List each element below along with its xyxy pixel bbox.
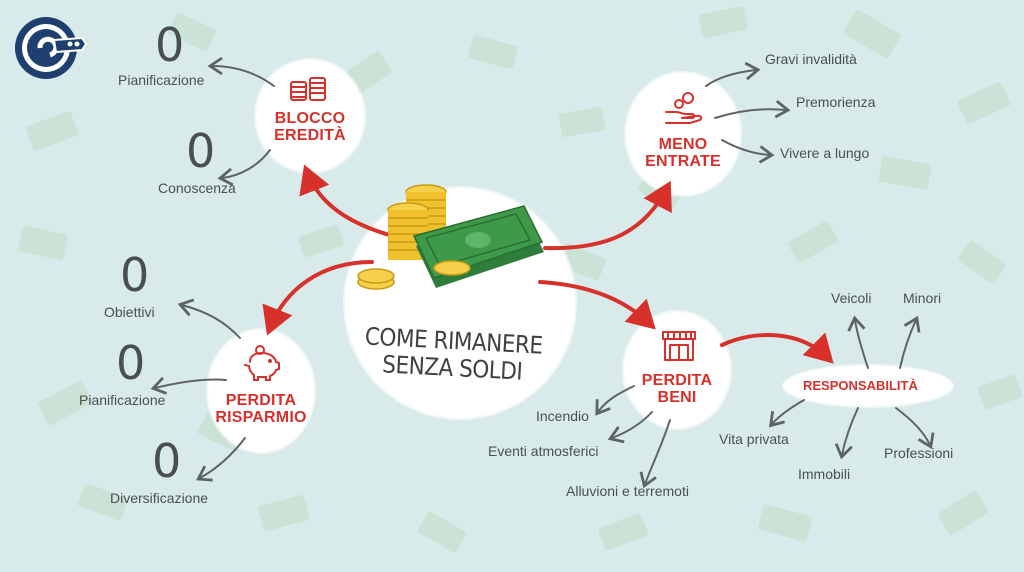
node-meno-line2: ENTRATE [645, 153, 721, 170]
node-risparmio-line2: RISPARMIO [215, 409, 307, 426]
leaf-premorienza: Premorienza [796, 94, 876, 110]
leaf-vivere-a-lungo: Vivere a lungo [780, 145, 870, 161]
score-blocco-pianificazione: 0 [155, 18, 185, 72]
leaf-incendio: Incendio [536, 408, 589, 424]
leaf-gravi-invalidita: Gravi invalidità [765, 51, 857, 67]
money-stack-icon [357, 184, 544, 290]
coin-stacks-icon [290, 77, 326, 101]
hand-coins-icon [665, 92, 703, 124]
node-beni-line1: PERDITA [641, 372, 713, 389]
score-risparmio-pianificazione: 0 [116, 336, 146, 390]
leaf-blocco-conoscenza: Conoscenza [158, 180, 236, 196]
leaf-blocco-pianificazione: Pianificazione [118, 72, 205, 88]
node-perdita-risparmio: PERDITA RISPARMIO [206, 392, 316, 426]
node-meno-line1: MENO [658, 136, 708, 153]
node-risparmio-line1: PERDITA [225, 392, 297, 409]
score-risparmio-diversificazione: 0 [152, 434, 182, 488]
node-perdita-beni: PERDITA BENI [627, 372, 727, 406]
piggy-bank-icon [244, 345, 280, 381]
leaf-eventi-atmosferici: Eventi atmosferici [488, 443, 599, 459]
node-blocco-eredita: BLOCCO EREDITÀ [260, 110, 360, 144]
node-blocco-line1: BLOCCO [274, 110, 346, 127]
leaf-alluvioni-e-terremoti: Alluvioni e terremoti [566, 483, 689, 499]
futuro-senza-sorprese-logo [15, 17, 88, 79]
arrow-to-meno [543, 180, 672, 251]
arrow-to-risparmio [262, 260, 374, 336]
leaf-veicoli: Veicoli [831, 290, 872, 306]
leaf-vita-privata: Vita privata [719, 431, 789, 447]
node-beni-line2: BENI [657, 389, 697, 406]
node-blocco-line2: EREDITÀ [274, 127, 346, 144]
node-meno-entrate: MENO ENTRATE [633, 136, 733, 170]
leaf-risparmio-pianificazione: Pianificazione [79, 392, 166, 408]
leaf-professioni: Professioni [884, 445, 954, 461]
arrow-to-responsabilita [720, 332, 834, 364]
score-blocco-conoscenza: 0 [186, 124, 216, 178]
responsabilita-blob [784, 366, 952, 406]
score-risparmio-obiettivi: 0 [120, 248, 150, 302]
leaf-minori: Minori [903, 290, 942, 306]
meno-entrate-blob [626, 73, 740, 195]
center-title: COME RIMANERE SENZA SOLDI [357, 322, 550, 387]
leaf-immobili: Immobili [798, 466, 851, 482]
leaf-risparmio-diversificazione: Diversificazione [110, 490, 209, 506]
arrow-to-blocco [299, 164, 402, 240]
node-responsabilita: RESPONSABILITÀ [803, 378, 918, 393]
leaf-risparmio-obiettivi: Obiettivi [104, 304, 155, 320]
perdita-risparmio-blob [208, 330, 314, 452]
storefront-icon [662, 331, 696, 361]
arrow-to-beni [538, 280, 656, 330]
